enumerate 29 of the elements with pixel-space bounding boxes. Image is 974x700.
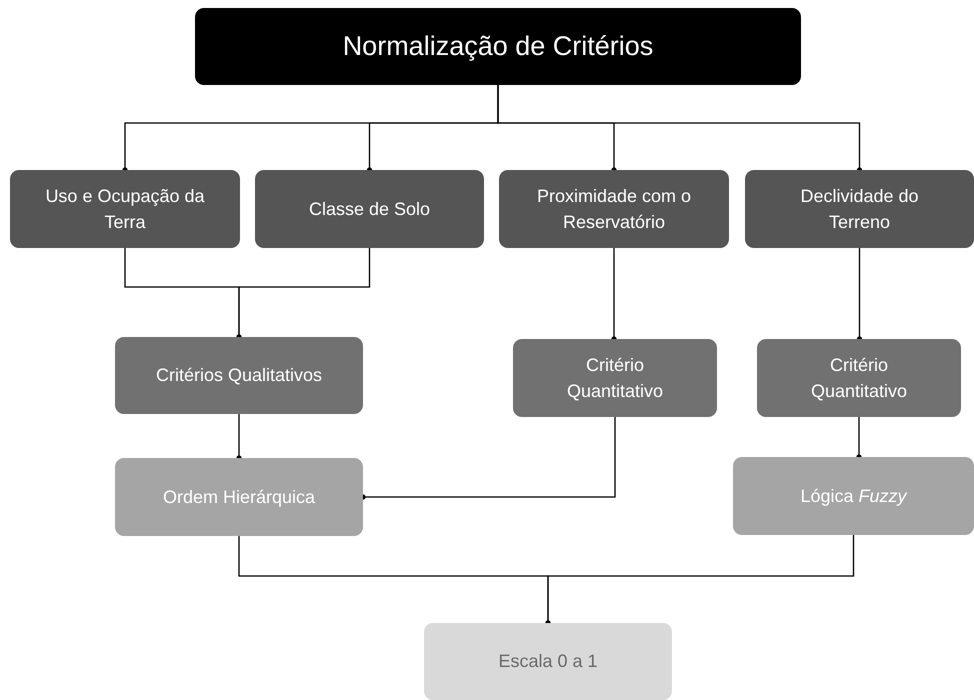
box-label: Lógica Fuzzy — [800, 484, 907, 508]
box-label: Critérios Qualitativos — [156, 364, 322, 388]
box-label: Proximidade com o Reservatório — [536, 184, 692, 234]
box-label: Declividade do Terreno — [799, 184, 920, 234]
title-box — [195, 8, 801, 85]
box-label: Normalização de Critérios — [342, 30, 654, 63]
connector-line — [611, 248, 617, 342]
box-label: Critério Quantitativo — [566, 354, 664, 403]
box-label: Critério Quantitativo — [810, 354, 908, 403]
process-box — [10, 170, 240, 248]
connector-line — [236, 248, 370, 340]
process-box — [757, 339, 961, 417]
process-box — [115, 337, 363, 414]
connector-line — [497, 85, 862, 173]
process-box — [733, 457, 974, 535]
connector-line — [856, 248, 862, 342]
box-label: Uso e Ocupação da Terra — [44, 184, 206, 234]
process-box — [424, 623, 672, 700]
process-box — [745, 170, 974, 248]
connector-line — [856, 417, 862, 460]
process-box — [255, 170, 484, 248]
connector-line — [236, 414, 242, 461]
process-box — [115, 458, 363, 536]
box-label: Escala 0 a 1 — [498, 650, 598, 674]
box-label: Ordem Hierárquica — [162, 486, 316, 509]
connector-line — [545, 535, 854, 626]
box-label: Classe de Solo — [308, 198, 430, 221]
process-box — [513, 339, 717, 417]
process-box — [499, 170, 729, 248]
